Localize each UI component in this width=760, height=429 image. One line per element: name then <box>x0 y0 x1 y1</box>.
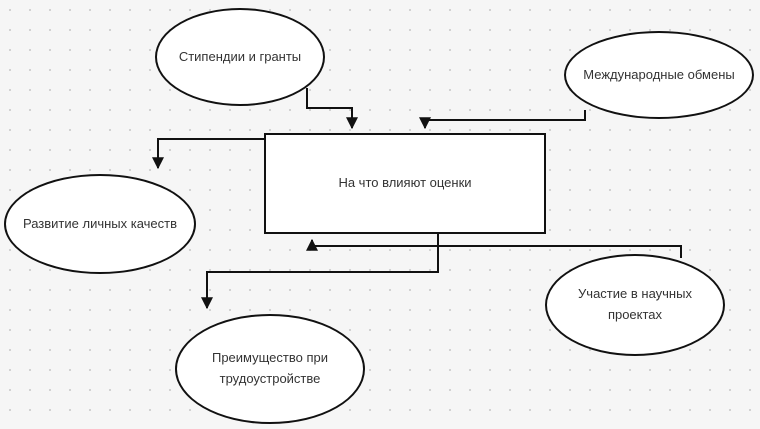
employment-advantage-node[interactable]: Преимущество при трудоустройстве <box>175 314 365 424</box>
edge-center-to-personal <box>152 138 264 170</box>
edge-center-to-employment <box>201 234 439 310</box>
edge-grants-to-center <box>306 88 358 130</box>
exchanges-node-label: Международные обмены <box>583 66 735 82</box>
research-participation-node-label: Участие в научных проектах <box>578 286 692 322</box>
center-node[interactable]: На что влияют оценки <box>264 133 546 234</box>
edge-exchanges-to-center <box>419 110 586 130</box>
exchanges-node[interactable]: Международные обмены <box>564 31 754 119</box>
grants-node[interactable]: Стипендии и гранты <box>155 8 325 106</box>
grants-node-label: Стипендии и гранты <box>178 48 302 64</box>
edge-research-to-center <box>306 238 682 258</box>
research-participation-node[interactable]: Участие в научных проектах <box>545 254 725 356</box>
personal-qualities-node-label: Развитие личных качеств <box>22 215 178 231</box>
center-node-label: На что влияют оценки <box>338 175 472 191</box>
employment-advantage-node-label: Преимущество при трудоустройстве <box>211 350 329 386</box>
personal-qualities-node[interactable]: Развитие личных качеств <box>4 174 196 274</box>
